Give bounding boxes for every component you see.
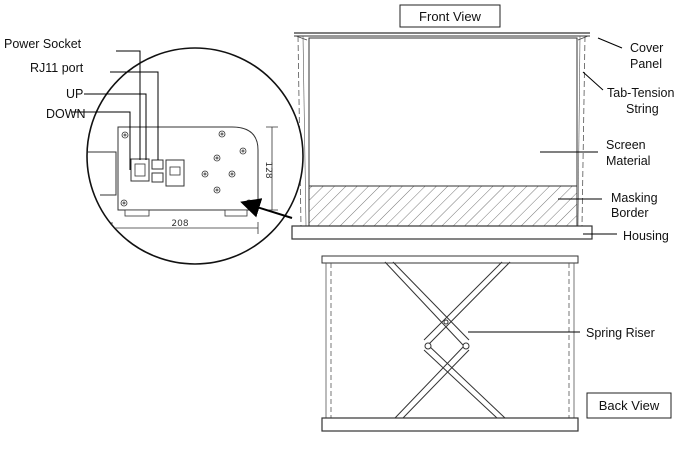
masking-border-label: Masking Border: [611, 191, 661, 220]
masking-border: [308, 185, 578, 227]
power-socket-label: Power Socket: [4, 37, 82, 51]
height-dimension: 128: [263, 161, 273, 178]
back-view-title-text: Back View: [599, 398, 660, 413]
rj11-port-label: RJ11 port: [30, 61, 84, 75]
housing: [291, 225, 593, 240]
detail-pointer-arrow: [240, 198, 293, 219]
detail-leaders: [72, 50, 159, 170]
power-socket-icon: [130, 158, 150, 182]
up-button-icon: [151, 159, 164, 170]
back-view-riser: [321, 255, 579, 432]
tab-tension-strings: [297, 35, 586, 227]
front-view-title: Front View: [399, 4, 501, 28]
front-view-title-text: Front View: [419, 9, 482, 24]
spring-riser-label: Spring Riser: [586, 326, 655, 340]
back-view-title: Back View: [586, 392, 672, 419]
screen-material: [308, 37, 578, 187]
cover-panel-label: Cover Panel: [630, 41, 667, 71]
callout-leaders: [468, 37, 623, 333]
width-dimension: 208: [171, 219, 188, 229]
up-label: UP: [66, 87, 83, 101]
down-label: DOWN: [46, 107, 86, 121]
screen-front-view: [291, 32, 593, 240]
detail-labels: Power Socket RJ11 port UP DOWN: [4, 37, 86, 121]
down-button-icon: [151, 172, 164, 183]
tab-tension-label: Tab-Tension String: [607, 86, 678, 116]
spring-riser: [384, 261, 511, 419]
control-box-detail: 208 128: [86, 47, 304, 265]
callout-labels: Cover Panel Tab-Tension String Screen Ma…: [586, 41, 678, 340]
housing-label: Housing: [623, 229, 669, 243]
screen-material-label: Screen Material: [606, 138, 650, 168]
rj11-port-icon: [165, 159, 185, 187]
